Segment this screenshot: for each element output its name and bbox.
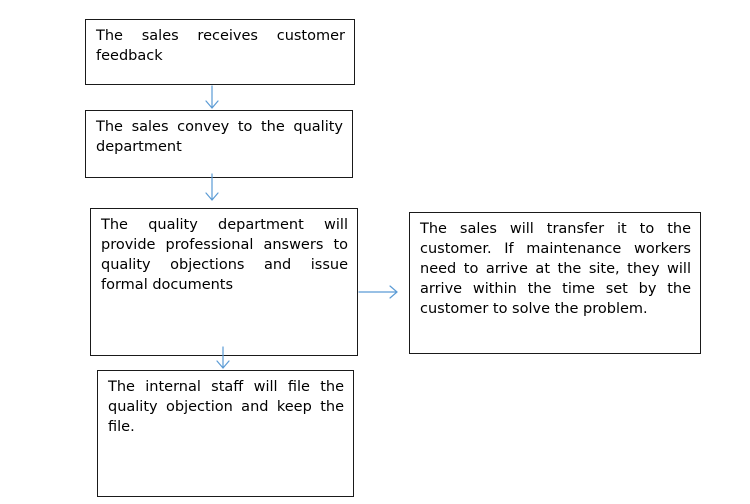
step-file-objection: The internal staff will file the quality… — [97, 370, 354, 497]
step-transfer-to-customer-text: The sales will transfer it to the custom… — [420, 221, 691, 317]
step-file-objection-text: The internal staff will file the quality… — [108, 379, 344, 435]
step-transfer-to-customer: The sales will transfer it to the custom… — [409, 212, 701, 354]
step-convey-to-quality-text: The sales convey to the quality departme… — [96, 119, 343, 155]
step-quality-answers-text: The quality department will provide prof… — [101, 217, 348, 293]
step-customer-feedback: The sales receives customer feedback — [85, 19, 355, 85]
step-customer-feedback-text: The sales receives customer feedback — [96, 28, 345, 64]
arrow-3-to-4 — [358, 285, 398, 299]
step-quality-answers: The quality department will provide prof… — [90, 208, 358, 356]
step-convey-to-quality: The sales convey to the quality departme… — [85, 110, 353, 178]
arrow-3-to-5 — [216, 346, 230, 369]
arrow-1-to-2 — [205, 85, 219, 109]
arrow-2-to-3 — [205, 173, 219, 201]
